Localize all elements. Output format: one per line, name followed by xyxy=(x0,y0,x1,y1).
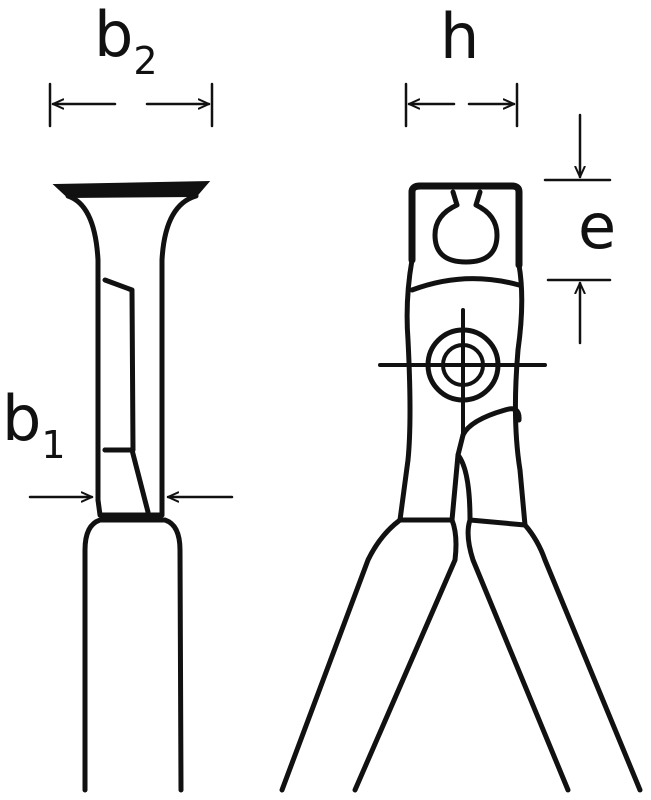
front-view-head-right xyxy=(512,262,528,528)
b1-label-main: b xyxy=(2,382,42,455)
side-view-flare-left xyxy=(65,193,101,503)
b2-dimension xyxy=(48,82,214,128)
front-view-right-handle xyxy=(465,517,643,793)
side-view-inner-slot xyxy=(102,277,136,453)
side-view-collar xyxy=(95,497,165,518)
front-view-jaw-separator xyxy=(409,276,522,293)
b1-label: b1 xyxy=(2,388,66,465)
pliers-front-view xyxy=(279,182,643,793)
e-label: e xyxy=(578,190,617,263)
front-view-cutting-hole xyxy=(432,189,500,265)
front-view-jaw-outline xyxy=(408,182,523,269)
front-view-head-left xyxy=(397,257,415,523)
front-view-crotch xyxy=(460,406,522,438)
side-view-head-plate xyxy=(52,180,211,199)
front-view-left-handle xyxy=(279,517,459,793)
side-view-handle xyxy=(82,517,184,793)
b2-label-main: b xyxy=(94,0,134,71)
side-view-flare-right xyxy=(159,193,199,518)
h-label: h xyxy=(440,0,480,73)
side-view-inner-taper xyxy=(102,447,151,515)
b1-label-subscript: 1 xyxy=(41,423,66,467)
b2-label: b2 xyxy=(94,4,158,81)
pliers-side-view xyxy=(52,180,211,793)
h-dimension xyxy=(404,82,519,128)
e-dimension xyxy=(543,113,612,345)
b2-label-subscript: 2 xyxy=(133,39,158,83)
